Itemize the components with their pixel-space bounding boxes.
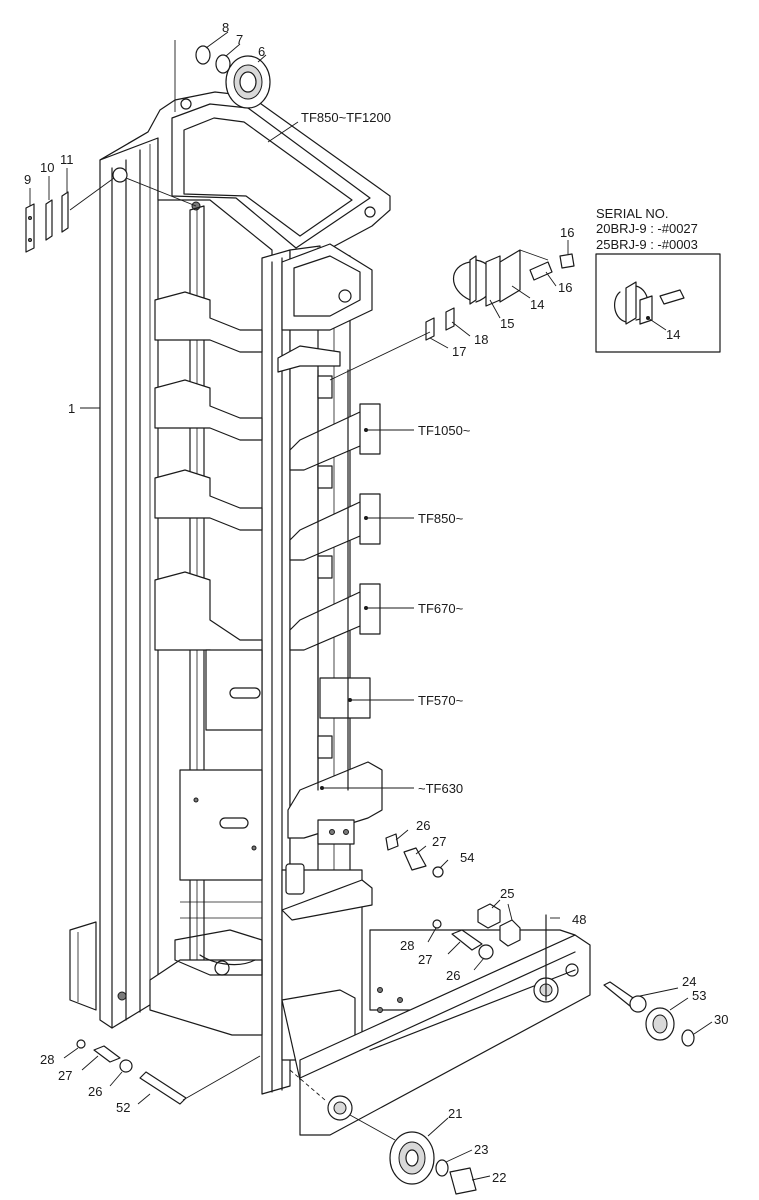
serial-line-3: 25BRJ-9 : -#0003 bbox=[596, 237, 698, 252]
plates-9-10-11 bbox=[25, 177, 115, 253]
callout-54: 54 bbox=[460, 850, 474, 865]
callout-48: 48 bbox=[572, 912, 586, 927]
serial-box bbox=[595, 253, 721, 353]
callout-18: 18 bbox=[474, 332, 488, 347]
callout-21: 21 bbox=[448, 1106, 462, 1121]
callout-10: 10 bbox=[40, 160, 54, 175]
serial-line-2: 20BRJ-9 : -#0027 bbox=[596, 221, 698, 236]
model-label-tf670: TF670~ bbox=[418, 601, 464, 616]
callout-17: 17 bbox=[452, 344, 466, 359]
extension-plates bbox=[287, 403, 383, 845]
callout-11: 11 bbox=[60, 152, 74, 167]
callout-28a: 28 bbox=[400, 938, 414, 953]
callout-25: 25 bbox=[500, 886, 514, 901]
model-label-tf630: ~TF630 bbox=[418, 781, 463, 796]
callout-16a: 16 bbox=[560, 225, 574, 240]
model-labels: TF850~TF1200 TF1050~ TF850~ TF670~ TF570… bbox=[301, 110, 471, 796]
callout-9: 9 bbox=[24, 172, 31, 187]
outer-mast-crossmembers bbox=[154, 291, 263, 881]
bottom-bearing-21 bbox=[349, 1114, 477, 1195]
callout-26a: 26 bbox=[416, 818, 430, 833]
callout-16b: 16 bbox=[558, 280, 572, 295]
callout-27a: 27 bbox=[432, 834, 446, 849]
callout-52: 52 bbox=[116, 1100, 130, 1115]
model-label-tf1050: TF1050~ bbox=[418, 423, 471, 438]
serial-box-text: SERIAL NO. 20BRJ-9 : -#0027 25BRJ-9 : -#… bbox=[596, 206, 698, 342]
callout-26b: 26 bbox=[446, 968, 460, 983]
model-label-tf850: TF850~ bbox=[418, 511, 464, 526]
callout-1: 1 bbox=[68, 401, 75, 416]
hose-clamp-set bbox=[329, 249, 575, 381]
callout-28b: 28 bbox=[40, 1052, 54, 1067]
outer-mast bbox=[69, 91, 391, 1095]
serial-box-part-label: 14 bbox=[666, 327, 680, 342]
callout-30: 30 bbox=[714, 1012, 728, 1027]
callout-26c: 26 bbox=[88, 1084, 102, 1099]
callout-23: 23 bbox=[474, 1142, 488, 1157]
callout-15: 15 bbox=[500, 316, 514, 331]
callout-22: 22 bbox=[492, 1170, 506, 1185]
left-fasteners bbox=[76, 1039, 261, 1105]
base-bracket bbox=[281, 929, 591, 1136]
bearing-6 bbox=[195, 45, 271, 109]
callout-7: 7 bbox=[236, 32, 243, 47]
callout-8: 8 bbox=[222, 20, 229, 35]
callout-27b: 27 bbox=[418, 952, 432, 967]
callout-14: 14 bbox=[530, 297, 544, 312]
callout-6: 6 bbox=[258, 44, 265, 59]
model-label-top: TF850~TF1200 bbox=[301, 110, 391, 125]
leader-lines bbox=[29, 31, 713, 1181]
inner-mast bbox=[277, 243, 383, 1061]
callout-27c: 27 bbox=[58, 1068, 72, 1083]
callout-53: 53 bbox=[692, 988, 706, 1003]
part-callouts: 1 6 7 8 9 10 11 14 15 16 16 17 18 21 22 … bbox=[24, 20, 728, 1185]
callout-24: 24 bbox=[682, 974, 696, 989]
serial-line-1: SERIAL NO. bbox=[596, 206, 668, 221]
model-label-tf570: TF570~ bbox=[418, 693, 464, 708]
